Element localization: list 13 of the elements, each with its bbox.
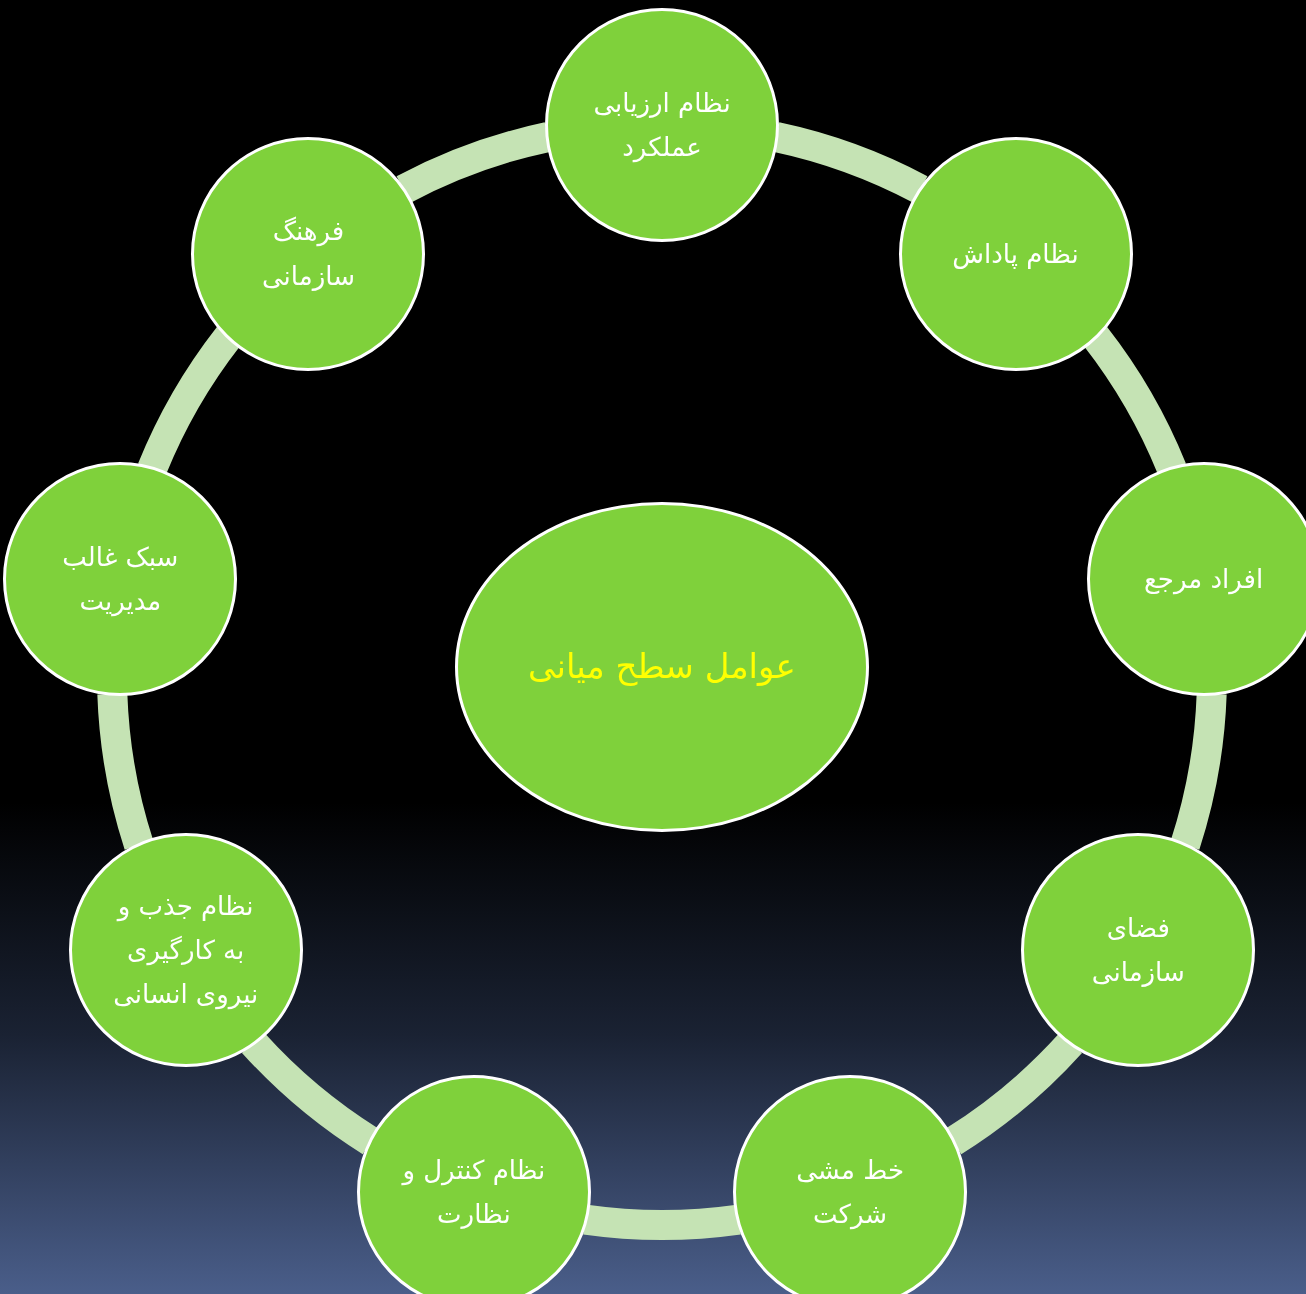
node-text: نظام جذب و به کارگیری نیروی انسانی: [112, 889, 260, 1012]
node-text: خط مشی شرکت: [795, 1153, 905, 1232]
ring-connector: [1170, 693, 1227, 850]
node-text: نظام ارزیابی عملکرد: [592, 86, 732, 165]
ring-connector: [583, 1204, 741, 1240]
ring-connector: [97, 693, 154, 850]
node-text: عوامل سطح میانی: [527, 645, 797, 689]
node-text: فضای سازمانی: [1090, 911, 1186, 989]
node-text: نظام پاداش: [951, 237, 1080, 271]
node-text: سبک غالب مدیریت: [61, 541, 180, 619]
node-text: افراد مرجع: [1143, 563, 1265, 597]
node-text: فرهنگ سازمانی: [260, 215, 356, 293]
node-text: نظام کنترل و نظارت: [400, 1153, 547, 1231]
